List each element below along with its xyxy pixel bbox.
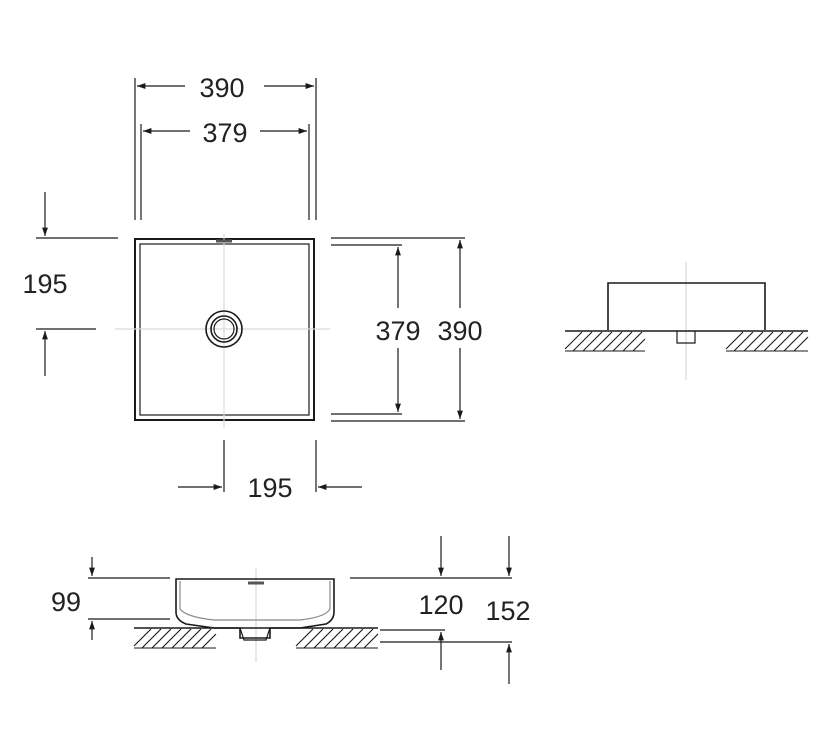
counter-hatch-left	[133, 628, 217, 649]
counter-hatch-right	[295, 628, 379, 649]
dim-height-total: 152	[485, 596, 530, 626]
side-view	[564, 262, 809, 380]
dim-height-basin: 99	[51, 587, 81, 617]
dim-offset-left: 195	[22, 269, 67, 299]
dim-width-inner: 379	[202, 118, 247, 148]
drain-outlet	[676, 331, 696, 344]
dim-offset-bottom: 195	[247, 473, 292, 503]
drain-icon	[205, 310, 243, 348]
drain-outlet	[239, 627, 271, 641]
dim-width-outer: 390	[199, 73, 244, 103]
counter-hatch-left	[564, 331, 646, 352]
basin-inner-curve	[179, 581, 331, 621]
dim-height-mid: 120	[418, 590, 463, 620]
basin-front-outline	[175, 578, 335, 639]
front-view: 99 120 152	[51, 536, 531, 684]
counter-hatch-right	[725, 331, 809, 352]
dim-height-outer: 390	[437, 316, 482, 346]
dim-height-inner: 379	[375, 316, 420, 346]
top-view: 390 379 195 379 390 195	[22, 73, 482, 503]
basin-side-outline	[607, 282, 766, 330]
